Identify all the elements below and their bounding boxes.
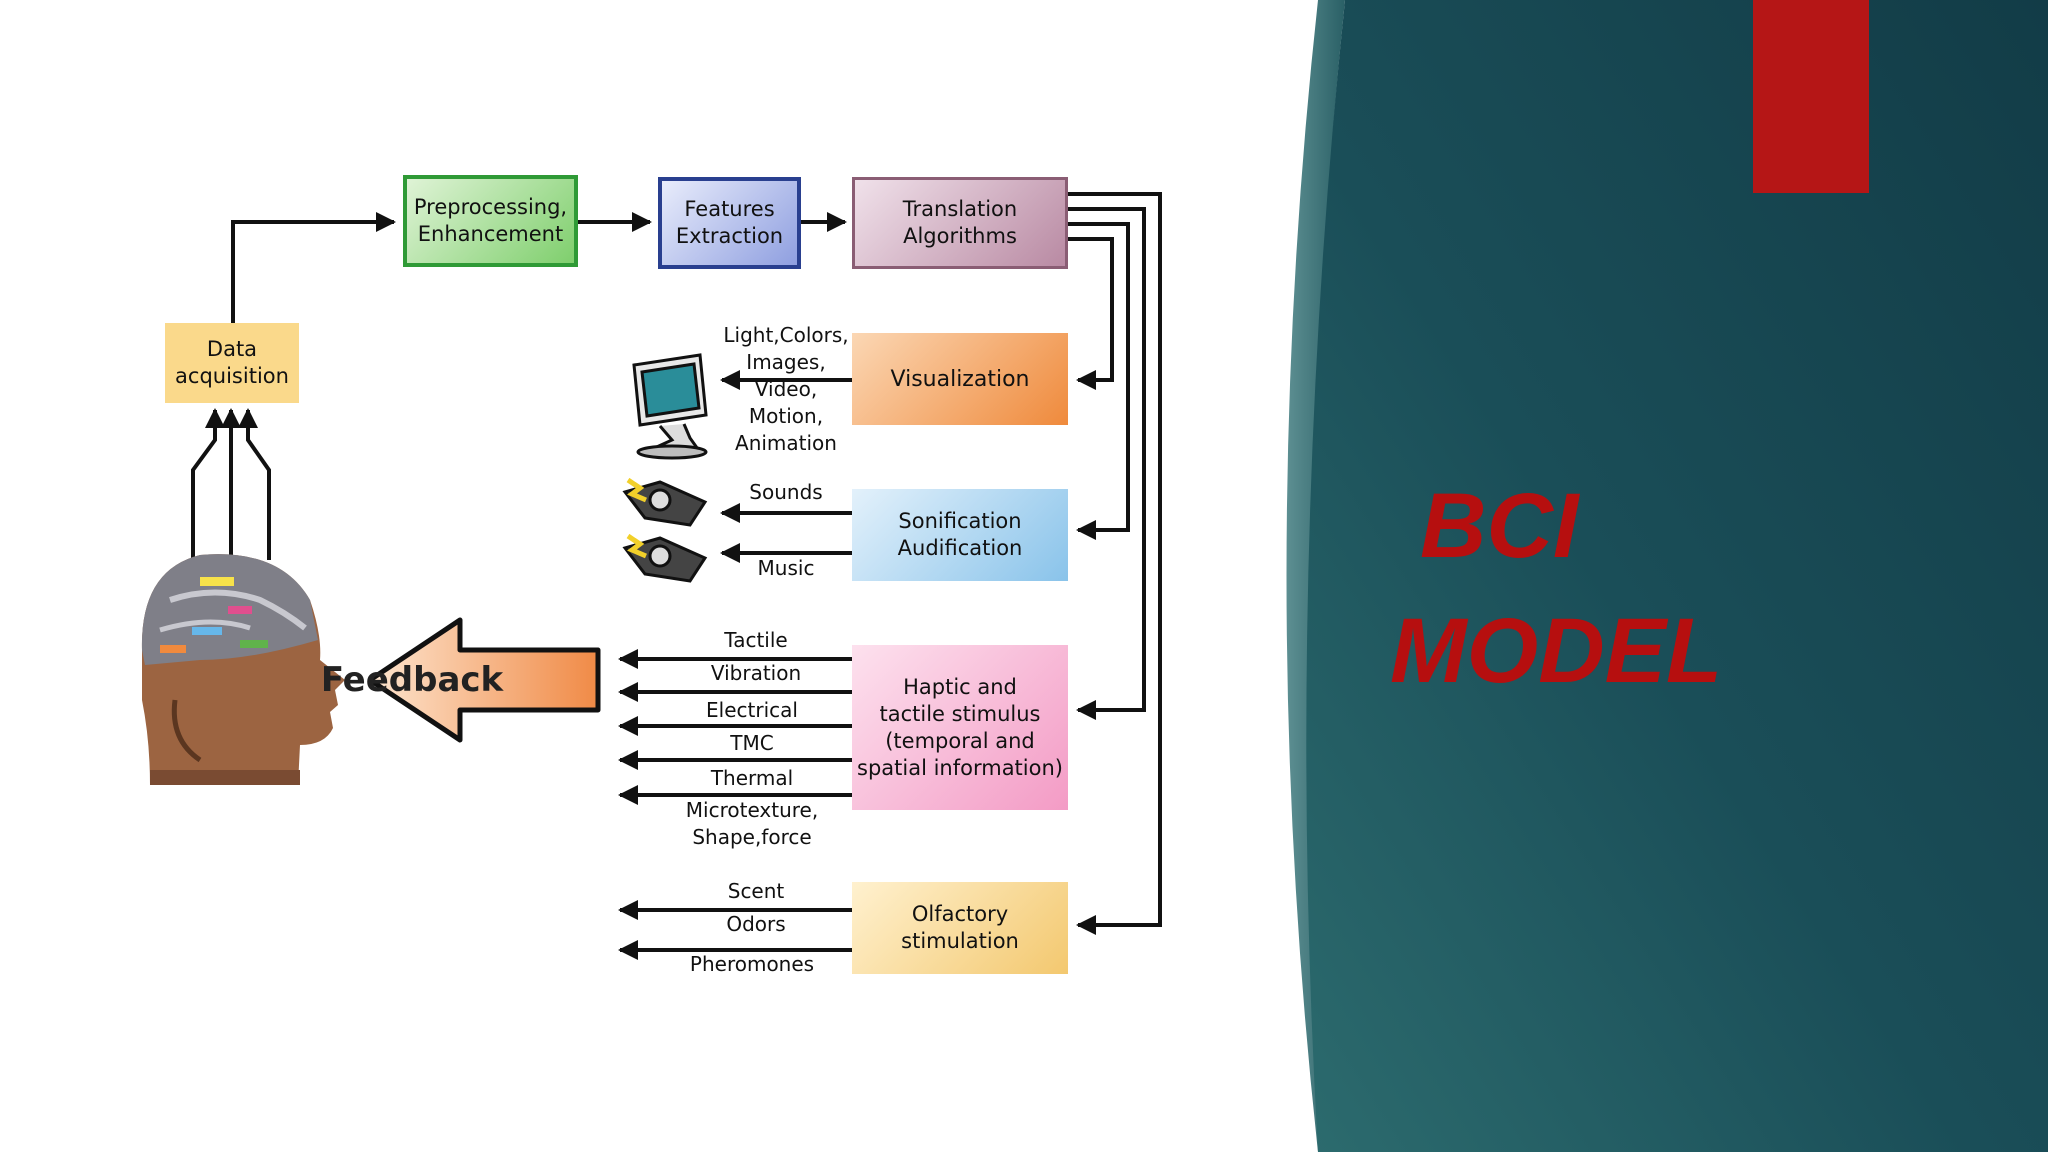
thermal-label: Thermal	[710, 766, 794, 790]
sonification-box: Sonification Audification	[852, 489, 1068, 581]
scent-label: Scent	[727, 879, 785, 903]
panel-edge-highlight	[1286, 0, 1345, 1152]
odors-label: Odors	[726, 912, 786, 936]
visualization-box: Visualization	[852, 333, 1068, 425]
data-acquisition-box: Data acquisition	[165, 323, 299, 403]
teal-panel	[1306, 0, 2048, 1152]
pheromones-label: Pheromones	[689, 952, 815, 976]
olfactory-box: Olfactory stimulation	[852, 882, 1068, 974]
sounds-label: Sounds	[749, 480, 823, 504]
slide-title-line-1: BCI	[1420, 475, 1579, 577]
features-extraction-box: Features Extraction	[658, 177, 801, 269]
speaker-icon	[622, 477, 708, 583]
music-label: Music	[757, 556, 815, 580]
vibration-label: Vibration	[710, 661, 802, 685]
tmc-label: TMC	[730, 731, 774, 755]
haptic-box: Haptic and tactile stimulus (temporal an…	[852, 645, 1068, 810]
electrical-label: Electrical	[706, 698, 798, 722]
head-brain-icon	[141, 554, 345, 785]
microtexture-label: Microtexture, Shape,force	[685, 798, 819, 849]
preprocessing-box: Preprocessing, Enhancement	[403, 175, 578, 267]
slide-title-line-2: MODEL	[1390, 600, 1723, 702]
translation-algorithms-box: Translation Algorithms	[852, 177, 1068, 269]
monitor-icon	[632, 353, 708, 460]
feedback-arrow-icon	[367, 617, 601, 743]
feedback-label: Feedback	[320, 660, 504, 700]
tactile-label: Tactile	[724, 628, 788, 652]
visual-outputs-label: Light,Colors, Images, Video, Motion, Ani…	[723, 323, 849, 455]
bci-diagram: Feedback Data acquisition Preprocessing,…	[141, 175, 1162, 976]
accent-bar	[1753, 0, 1869, 193]
